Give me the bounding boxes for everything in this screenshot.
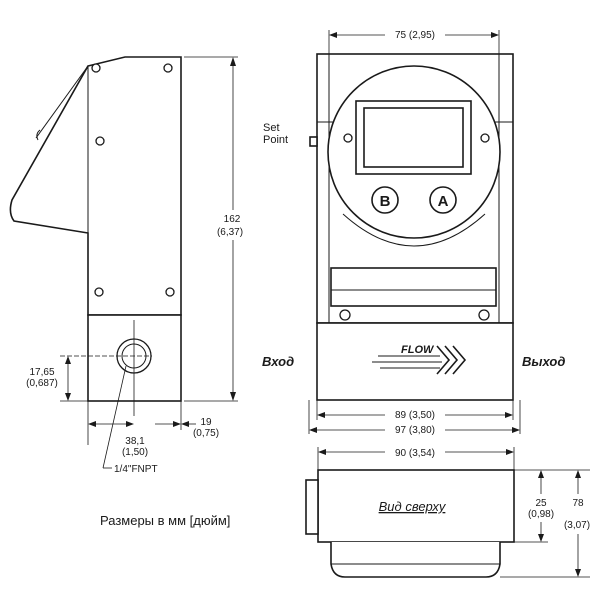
fitting-leader: 1/4"FNPT — [102, 365, 158, 475]
dim-top-total-mm: 78 — [572, 498, 584, 509]
inlet-label: Вход — [262, 354, 294, 369]
top-view-lower — [330, 542, 501, 578]
dim-base-inner: 89 (3,50) — [316, 400, 514, 421]
dim-top-depth-mm: 25 — [535, 498, 547, 509]
button-b[interactable] — [371, 186, 399, 214]
dim-base-outer: 97 (3,80) — [308, 400, 521, 436]
set-point-switch[interactable] — [309, 136, 318, 147]
top-view-label: Вид сверху — [379, 499, 447, 514]
dim-height-mm: 162 — [224, 214, 241, 225]
dim-top-width-text: 90 (3,54) — [395, 448, 435, 459]
button-a[interactable] — [429, 186, 457, 214]
bezel-hole-left — [343, 133, 353, 143]
side-view-head — [9, 56, 182, 316]
dim-port-height-in: (0,687) — [26, 378, 58, 389]
set-point-label-1: Set — [263, 122, 280, 134]
dim-side-offset-mm: 19 — [200, 417, 212, 428]
dim-base-inner-text: 89 (3,50) — [395, 410, 435, 421]
side-hole-ml — [95, 136, 105, 146]
side-hole-bl — [94, 287, 104, 297]
button-a-label: A — [438, 193, 449, 210]
units-note: Размеры в мм [дюйм] — [100, 513, 230, 528]
top-view: Вид сверху — [305, 469, 515, 578]
front-view: B A Set Point FLOW — [263, 53, 514, 401]
top-view-port-left — [305, 479, 319, 535]
fitting-label: 1/4"FNPT — [114, 464, 158, 475]
lower-panel — [330, 267, 497, 307]
side-hole-br — [165, 287, 175, 297]
dim-base-outer-text: 97 (3,80) — [395, 425, 435, 436]
dim-top-total: 78 (3,07) — [500, 470, 590, 578]
button-b-label: B — [380, 193, 391, 210]
set-point-label-2: Point — [263, 134, 288, 146]
display-screen — [363, 107, 464, 168]
dim-top-width: 90 (3,54) — [317, 447, 515, 470]
dim-height-in: (6,37) — [217, 227, 243, 238]
dim-port-height: 17,65 (0,687) — [26, 356, 88, 402]
side-view — [9, 56, 182, 416]
front-base — [316, 322, 514, 401]
dim-side-offset: 19 (0,75) — [155, 401, 219, 439]
side-hole-tl — [91, 63, 101, 73]
dim-port-offset-mm: 38,1 — [125, 436, 145, 447]
panel-hole-right — [478, 309, 490, 321]
panel-hole-left — [339, 309, 351, 321]
dim-height: 162 (6,37) — [184, 56, 243, 402]
dim-front-width-top: 75 (2,95) — [328, 30, 500, 54]
flow-arrow: FLOW — [372, 344, 467, 375]
dim-port-offset-in: (1,50) — [122, 447, 148, 458]
side-hole-tr — [163, 63, 173, 73]
dim-top-depth: 25 (0,98) — [514, 469, 590, 543]
dim-port-height-mm: 17,65 — [29, 367, 54, 378]
dim-top-depth-in: (0,98) — [528, 509, 554, 520]
flow-label: FLOW — [401, 344, 435, 356]
dim-front-width-top-text: 75 (2,95) — [395, 30, 435, 41]
bezel-hole-right — [480, 133, 490, 143]
dim-top-total-in: (3,07) — [564, 520, 590, 531]
dim-side-offset-in: (0,75) — [193, 428, 219, 439]
dim-port-offset: 38,1 (1,50) — [87, 401, 148, 458]
outlet-label: Выход — [522, 354, 565, 369]
